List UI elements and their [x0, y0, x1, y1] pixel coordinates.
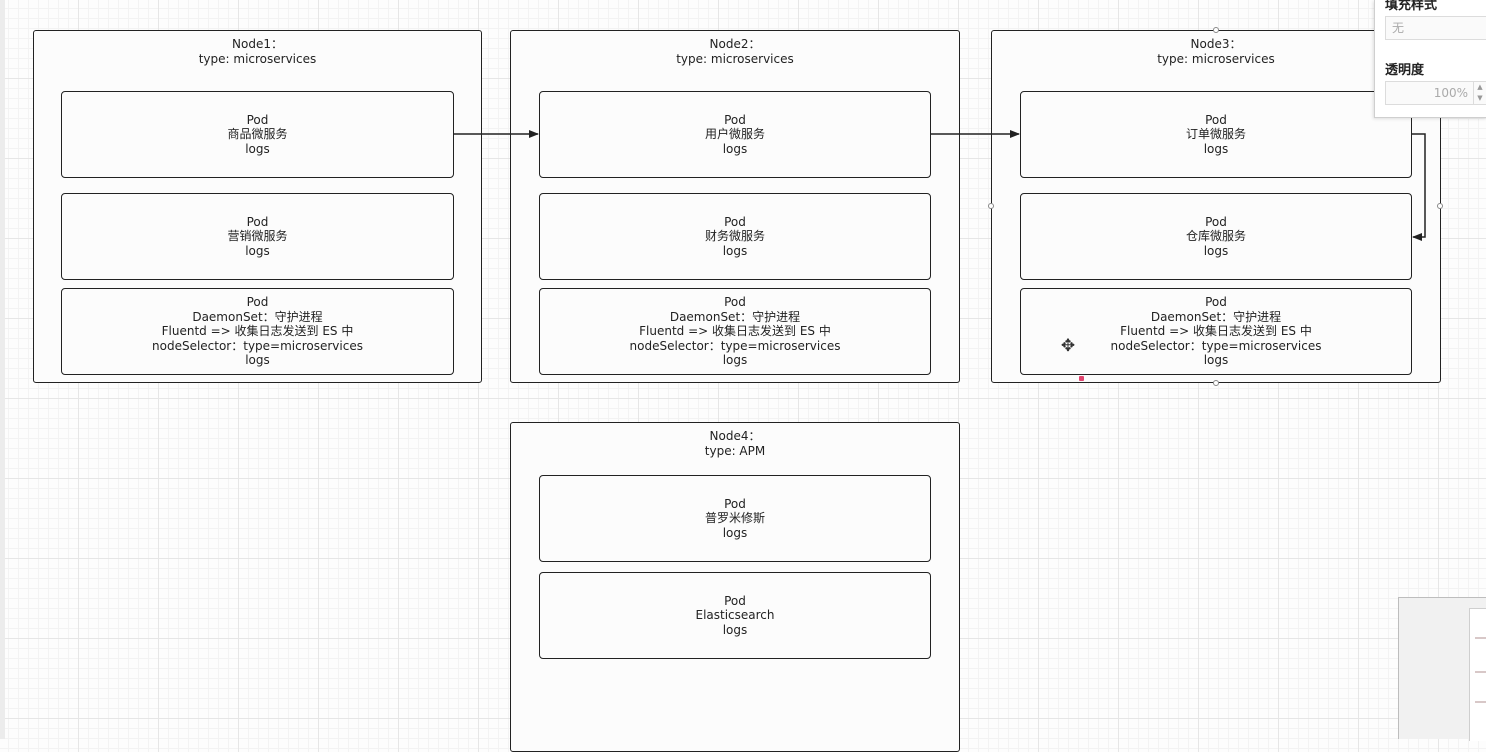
- pod-daemonset: DaemonSet：守护进程: [669, 309, 801, 324]
- pod-label: Pod: [724, 496, 746, 511]
- pod-label: Pod: [724, 112, 746, 127]
- pod-label: Pod: [1205, 295, 1227, 310]
- pod-service: Elasticsearch: [695, 608, 775, 623]
- stepper-down-icon[interactable]: ▼: [1477, 94, 1483, 102]
- pod-node-selector: nodeSelector：type=microservices: [629, 338, 841, 353]
- node-4-type: type: APM: [704, 444, 766, 458]
- pod-service: 营销微服务: [227, 229, 288, 244]
- opacity-input[interactable]: 100% ▲ ▼: [1385, 81, 1486, 105]
- node-1-pod-2[interactable]: Pod 营销微服务 logs: [61, 193, 454, 280]
- minimap-mark: [1475, 637, 1486, 639]
- pod-label: Pod: [724, 295, 746, 310]
- minimap-mark: [1475, 671, 1486, 673]
- pod-label: Pod: [246, 295, 269, 310]
- minimap[interactable]: [1398, 597, 1486, 741]
- node-3-type: type: microservices: [1157, 52, 1275, 66]
- move-cursor-icon: ✥: [1060, 336, 1076, 356]
- pod-daemonset: DaemonSet：守护进程: [1150, 309, 1282, 324]
- node-4-pod-2[interactable]: Pod Elasticsearch logs: [539, 572, 931, 659]
- pod-logs: logs: [722, 525, 748, 540]
- pod-logs: logs: [245, 353, 270, 368]
- opacity-label: 透明度: [1385, 63, 1425, 78]
- minimap-viewport[interactable]: [1469, 608, 1486, 741]
- node-1-type: type: microservices: [198, 52, 317, 66]
- pod-label: Pod: [246, 112, 269, 127]
- opacity-stepper[interactable]: ▲ ▼: [1473, 82, 1486, 104]
- node-3-pod-1[interactable]: Pod 订单微服务 logs: [1020, 91, 1412, 178]
- pod-logs: logs: [722, 622, 748, 637]
- node-1-header: Node1： type: microservices: [34, 37, 481, 67]
- pod-service: 用户微服务: [704, 127, 765, 142]
- node-2-pod-2[interactable]: Pod 财务微服务 logs: [539, 193, 931, 280]
- pod-logs: logs: [722, 141, 748, 156]
- node-4-name: Node4：: [709, 429, 761, 443]
- pod-label: Pod: [724, 593, 746, 608]
- node-3-pod-2[interactable]: Pod 仓库微服务 logs: [1020, 193, 1412, 280]
- node-2-pod-1[interactable]: Pod 用户微服务 logs: [539, 91, 931, 178]
- node-2-type: type: microservices: [676, 52, 794, 66]
- node-4-header: Node4： type: APM: [511, 429, 959, 459]
- selection-handle-right[interactable]: [1437, 203, 1443, 209]
- node-1-pod-1[interactable]: Pod 商品微服务 logs: [61, 91, 454, 178]
- fill-style-select[interactable]: 无: [1385, 16, 1486, 40]
- pod-logs: logs: [245, 243, 270, 258]
- node-3-header: Node3： type: microservices: [992, 37, 1440, 67]
- pod-logs: logs: [722, 353, 748, 368]
- pod-service: 财务微服务: [704, 229, 765, 244]
- pod-service: 订单微服务: [1185, 127, 1246, 142]
- pod-fluentd: Fluentd => 收集日志发送到 ES 中: [1120, 324, 1312, 339]
- pod-logs: logs: [1203, 243, 1229, 258]
- node-2-name: Node2：: [709, 37, 761, 51]
- pod-fluentd: Fluentd => 收集日志发送到 ES 中: [161, 324, 354, 339]
- pod-service: 普罗米修斯: [704, 511, 765, 526]
- pod-logs: logs: [722, 243, 748, 258]
- node-2-header: Node2： type: microservices: [511, 37, 959, 67]
- pod-service: 商品微服务: [227, 127, 288, 142]
- fill-style-label: 填充样式: [1385, 0, 1438, 13]
- format-panel: 填充样式 无 透明度 100% ▲ ▼: [1374, 0, 1486, 118]
- opacity-value: 100%: [1433, 86, 1468, 100]
- pod-node-selector: nodeSelector：type=microservices: [1110, 338, 1322, 353]
- pod-service: 仓库微服务: [1185, 229, 1246, 244]
- pod-label: Pod: [724, 214, 746, 229]
- node-3-name: Node3：: [1190, 37, 1242, 51]
- selection-marker-icon: [1079, 376, 1084, 381]
- node-3-daemonset-pod[interactable]: Pod DaemonSet：守护进程 Fluentd => 收集日志发送到 ES…: [1020, 288, 1412, 375]
- node-2-daemonset-pod[interactable]: Pod DaemonSet：守护进程 Fluentd => 收集日志发送到 ES…: [539, 288, 931, 375]
- selection-handle-top[interactable]: [1213, 27, 1219, 33]
- pod-fluentd: Fluentd => 收集日志发送到 ES 中: [639, 324, 831, 339]
- minimap-mark: [1475, 701, 1486, 703]
- pod-label: Pod: [246, 214, 269, 229]
- node-4-pod-1[interactable]: Pod 普罗米修斯 logs: [539, 475, 931, 562]
- canvas-left-edge: [0, 0, 5, 739]
- pod-label: Pod: [1205, 112, 1227, 127]
- stepper-up-icon[interactable]: ▲: [1477, 83, 1483, 91]
- selection-handle-bottom[interactable]: [1213, 380, 1219, 386]
- pod-logs: logs: [245, 141, 270, 156]
- pod-logs: logs: [1203, 141, 1229, 156]
- node-1-daemonset-pod[interactable]: Pod DaemonSet：守护进程 Fluentd => 收集日志发送到 ES…: [61, 288, 454, 375]
- selection-handle-left[interactable]: [988, 203, 994, 209]
- node-1-name: Node1：: [232, 37, 283, 51]
- pod-label: Pod: [1205, 214, 1227, 229]
- pod-daemonset: DaemonSet：守护进程: [192, 309, 323, 324]
- pod-logs: logs: [1203, 353, 1229, 368]
- pod-node-selector: nodeSelector：type=microservices: [152, 338, 363, 353]
